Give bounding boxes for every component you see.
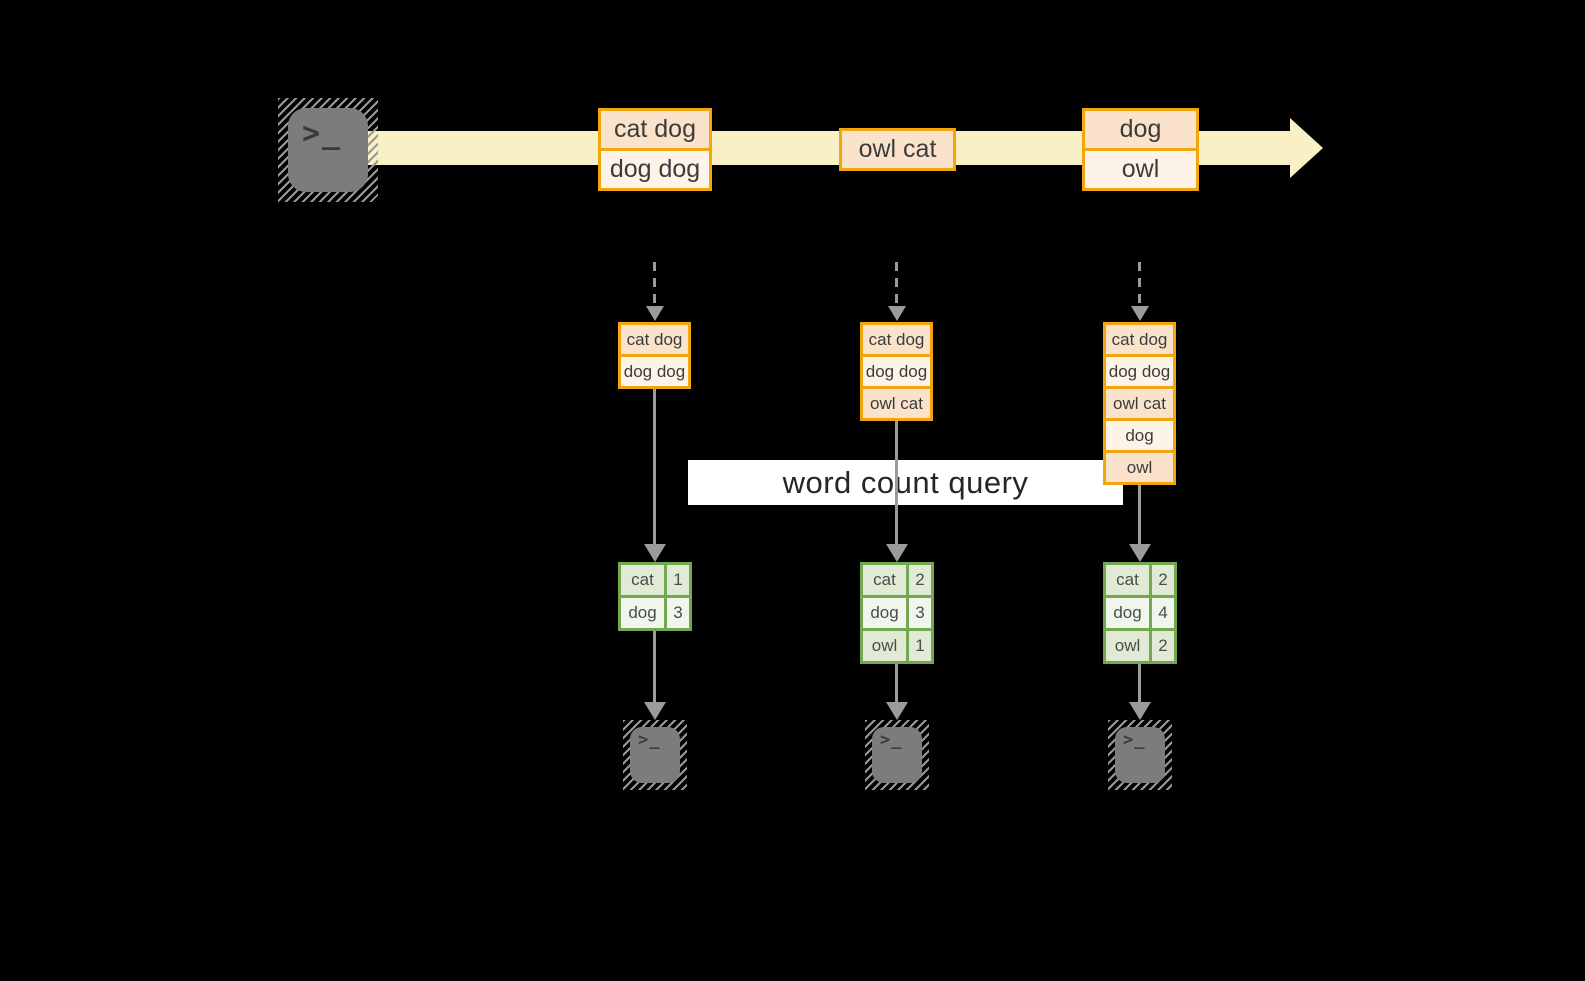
- stream-event: owl: [1085, 148, 1196, 188]
- buffer-row: dog dog: [621, 354, 688, 386]
- count-value: 2: [906, 565, 931, 595]
- sink-terminal-icon: >_: [865, 720, 929, 790]
- count-word: owl: [871, 636, 898, 655]
- query-arrow-head: [644, 544, 666, 562]
- count-word: cat: [1116, 570, 1139, 589]
- dashed-arrow-line: [653, 262, 656, 306]
- count-word: owl: [1114, 636, 1141, 655]
- stream-event: cat dog: [601, 111, 709, 148]
- sink-arrow-head: [644, 702, 666, 720]
- query-arrow-line: [895, 421, 898, 544]
- dashed-arrow-head: [1131, 306, 1149, 321]
- count-row: dog 3: [863, 595, 931, 628]
- count-value: 3: [906, 598, 931, 628]
- count-word: cat: [873, 570, 896, 589]
- query-banner: word count query: [688, 460, 1123, 505]
- terminal-prompt-glyph: >_: [1123, 730, 1146, 750]
- count-word: dog: [870, 603, 899, 622]
- terminal-prompt-glyph: >_: [880, 730, 903, 750]
- query-arrow-line: [1138, 485, 1141, 544]
- sink-arrow-line: [895, 664, 898, 702]
- terminal-screen: >_: [872, 727, 922, 783]
- count-row: cat 2: [1106, 565, 1174, 595]
- count-value: 2: [1149, 565, 1174, 595]
- stream-event: owl cat: [842, 131, 953, 168]
- query-arrow-line: [653, 389, 656, 544]
- stream-batch-2: owl cat: [839, 128, 956, 171]
- buffer-stack-3: cat dog dog dog owl cat dog owl: [1103, 322, 1176, 485]
- buffer-row: dog dog: [1106, 354, 1173, 386]
- dashed-arrow-head: [888, 306, 906, 321]
- sink-arrow-line: [653, 631, 656, 702]
- buffer-stack-2: cat dog dog dog owl cat: [860, 322, 933, 421]
- sink-terminal-icon: >_: [623, 720, 687, 790]
- sink-arrow-head: [886, 702, 908, 720]
- dashed-arrow-line: [1138, 262, 1141, 306]
- count-word: dog: [1113, 603, 1142, 622]
- buffer-row: cat dog: [1106, 325, 1173, 354]
- count-table-1: cat 1 dog 3: [618, 562, 692, 631]
- sink-arrow-line: [1138, 664, 1141, 702]
- query-arrow-head: [886, 544, 908, 562]
- count-value: 2: [1149, 631, 1174, 661]
- count-row: cat 2: [863, 565, 931, 595]
- stream-batch-3: dog owl: [1082, 108, 1199, 191]
- buffer-row: owl cat: [863, 386, 930, 418]
- buffer-row: dog dog: [863, 354, 930, 386]
- stream-batch-1: cat dog dog dog: [598, 108, 712, 191]
- count-row: cat 1: [621, 565, 689, 595]
- query-banner-label: word count query: [782, 464, 1029, 500]
- count-table-2: cat 2 dog 3 owl 1: [860, 562, 934, 664]
- sink-terminal-icon: >_: [1108, 720, 1172, 790]
- stream-arrow-head: [1290, 118, 1323, 178]
- count-row: dog 3: [621, 595, 689, 628]
- count-word: dog: [628, 603, 657, 622]
- source-terminal-icon: >_: [278, 98, 378, 202]
- terminal-prompt-glyph: >_: [638, 730, 661, 750]
- count-row: owl 1: [863, 628, 931, 661]
- buffer-row: dog: [1106, 418, 1173, 450]
- count-word: cat: [631, 570, 654, 589]
- count-value: 1: [906, 631, 931, 661]
- query-arrow-head: [1129, 544, 1151, 562]
- terminal-screen: >_: [630, 727, 680, 783]
- count-value: 3: [664, 598, 689, 628]
- buffer-row: owl cat: [1106, 386, 1173, 418]
- count-row: dog 4: [1106, 595, 1174, 628]
- stream-event: dog: [1085, 111, 1196, 148]
- terminal-screen: >_: [1115, 727, 1165, 783]
- buffer-row: cat dog: [863, 325, 930, 354]
- terminal-screen: >_: [288, 108, 368, 192]
- dashed-arrow-line: [895, 262, 898, 306]
- terminal-prompt-glyph: >_: [302, 116, 343, 151]
- buffer-row: owl: [1106, 450, 1173, 482]
- count-table-3: cat 2 dog 4 owl 2: [1103, 562, 1177, 664]
- count-value: 1: [664, 565, 689, 595]
- count-value: 4: [1149, 598, 1174, 628]
- dashed-arrow-head: [646, 306, 664, 321]
- stream-event: dog dog: [601, 148, 709, 188]
- count-row: owl 2: [1106, 628, 1174, 661]
- sink-arrow-head: [1129, 702, 1151, 720]
- buffer-row: cat dog: [621, 325, 688, 354]
- buffer-stack-1: cat dog dog dog: [618, 322, 691, 389]
